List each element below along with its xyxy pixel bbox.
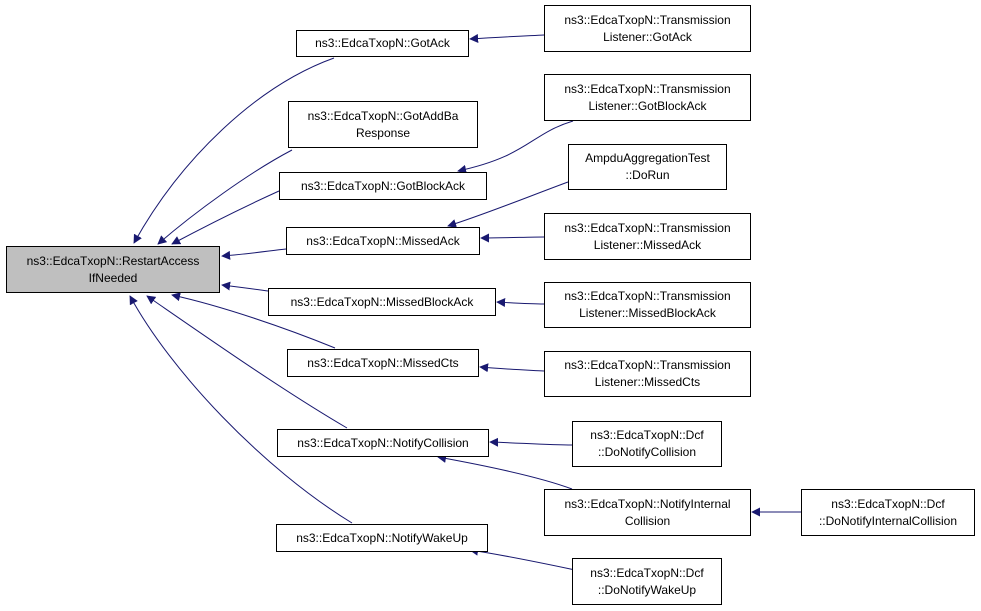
edge-notifyinternalcollision-to-notifycollision [437,454,573,490]
node-missed-cts[interactable]: ns3::EdcaTxopN::MissedCts [287,349,479,377]
node-notify-wake-up[interactable]: ns3::EdcaTxopN::NotifyWakeUp [276,524,488,552]
edge-dcf_donotifywakeup-to-notifywakeup [469,546,581,572]
node-transmission-listener-missed-ack[interactable]: ns3::EdcaTxopN::Transmission Listener::M… [544,213,751,260]
edge-tl_missedack-to-missedack [480,233,545,243]
edge-dcf_donotifycollision-to-notifycollision [489,437,573,447]
edge-missedblockack-to-restart [221,281,269,292]
node-got-addba-response[interactable]: ns3::EdcaTxopN::GotAddBa Response [288,101,478,148]
edge-gotaddba-to-restart [157,149,293,245]
node-got-ack[interactable]: ns3::EdcaTxopN::GotAck [296,30,469,57]
node-transmission-listener-missed-block-ack[interactable]: ns3::EdcaTxopN::Transmission Listener::M… [544,282,751,328]
node-missed-block-ack[interactable]: ns3::EdcaTxopN::MissedBlockAck [268,288,496,316]
node-notify-internal-collision[interactable]: ns3::EdcaTxopN::NotifyInternal Collision [544,489,751,536]
node-ampdu-aggregation-test-do-run[interactable]: AmpduAggregationTest ::DoRun [568,144,727,190]
edge-gotack-to-restart [133,57,335,244]
node-notify-collision[interactable]: ns3::EdcaTxopN::NotifyCollision [277,429,489,457]
node-transmission-listener-missed-cts[interactable]: ns3::EdcaTxopN::Transmission Listener::M… [544,351,751,397]
edge-missedack-to-restart [221,248,287,260]
node-dcf-do-notify-wake-up[interactable]: ns3::EdcaTxopN::Dcf ::DoNotifyWakeUp [572,558,722,605]
edge-ampdu-to-missedack [447,181,569,228]
node-dcf-do-notify-collision[interactable]: ns3::EdcaTxopN::Dcf ::DoNotifyCollision [572,421,722,467]
node-missed-ack[interactable]: ns3::EdcaTxopN::MissedAck [286,227,480,255]
edge-notifycollision-to-restart [146,295,348,429]
node-restart-access-if-needed[interactable]: ns3::EdcaTxopN::RestartAccess IfNeeded [6,246,220,293]
edge-tl_missedcts-to-missedcts [479,363,545,373]
edge-tl_gotblockack-to-gotblockack [457,120,574,174]
edge-gotblockack-to-restart [171,190,280,245]
node-transmission-listener-got-block-ack[interactable]: ns3::EdcaTxopN::Transmission Listener::G… [544,74,751,121]
node-got-block-ack[interactable]: ns3::EdcaTxopN::GotBlockAck [279,172,487,200]
edge-notifywakeup-to-restart [129,295,353,524]
node-dcf-do-notify-internal-collision[interactable]: ns3::EdcaTxopN::Dcf ::DoNotifyInternalCo… [801,489,975,536]
edge-tl_gotack-to-gotack [469,33,545,43]
edge-tl_missedblockack-to-missedblockack [496,297,545,307]
node-transmission-listener-got-ack[interactable]: ns3::EdcaTxopN::Transmission Listener::G… [544,5,751,52]
edge-missedcts-to-restart [171,292,336,349]
